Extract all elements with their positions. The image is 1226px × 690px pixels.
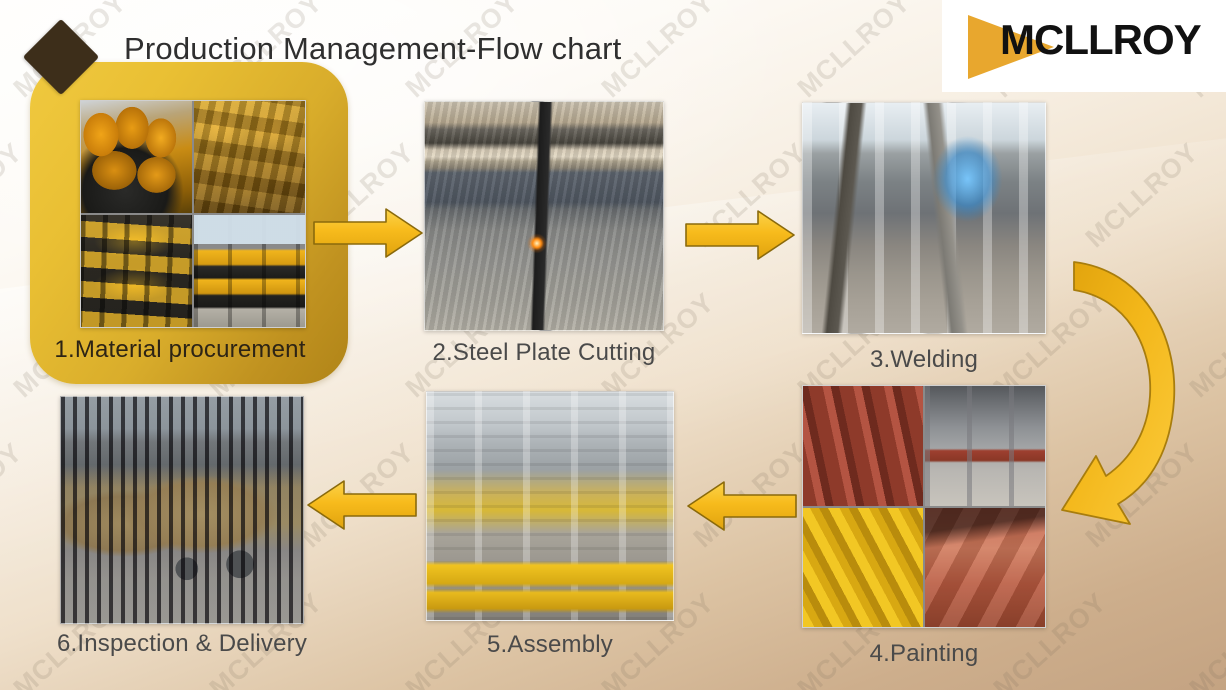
step-6-inspection-delivery[interactable]: 6.Inspection & Delivery [57, 396, 307, 658]
step-3-photo [802, 102, 1046, 334]
step-1-material-procurement[interactable]: 1.Material procurement [54, 100, 306, 364]
step-4-painting[interactable]: 4.Painting [802, 385, 1046, 668]
photo-cell-red-primer-arms [803, 386, 923, 506]
watermark-text: MCLLROY [0, 136, 29, 254]
connector-step4-to-step5 [686, 478, 798, 534]
step-2-photo [424, 101, 664, 331]
step-5-assembly[interactable]: 5.Assembly [426, 391, 674, 659]
connector-step3-to-step4 [1056, 248, 1196, 543]
brand-name: MCLLROY [1000, 16, 1202, 63]
step-6-label: 6.Inspection & Delivery [56, 630, 308, 657]
connector-step1-to-step2 [312, 205, 424, 261]
connector-step5-to-step6 [306, 477, 418, 533]
step-2-steel-plate-cutting[interactable]: 2.Steel Plate Cutting [424, 101, 664, 367]
step-3-welding[interactable]: 3.Welding [802, 102, 1046, 374]
step-1-label: 1.Material procurement [54, 336, 306, 363]
step-6-photo [60, 396, 304, 624]
watermark-text: MCLLROY [0, 436, 29, 554]
brand-logo: MCLLROY [942, 0, 1226, 92]
watermark-text: MCLLROY [1079, 136, 1205, 254]
step-5-photo [426, 391, 674, 621]
step-2-label: 2.Steel Plate Cutting [432, 339, 656, 366]
step-3-label: 3.Welding [869, 346, 979, 373]
step-4-photo [802, 385, 1046, 628]
step-4-label: 4.Painting [869, 640, 979, 667]
photo-cell-paint-line-workshop [925, 386, 1045, 506]
step-5-label: 5.Assembly [486, 631, 614, 658]
photo-cell-yellow-painted-parts [803, 507, 923, 627]
page-title: Production Management-Flow chart [124, 31, 622, 66]
step-1-photo [80, 100, 306, 328]
photo-cell-hanging-primer-frame [925, 507, 1045, 627]
photo-cell-orange-hydraulic-pumps [81, 101, 192, 213]
watermark-text: MCLLROY [1183, 586, 1226, 690]
photo-cell-yellow-crates-warehouse [194, 215, 305, 327]
watermark-text: MCLLROY [791, 0, 917, 104]
photo-cell-yellow-cylinders-on-rack [81, 215, 192, 327]
connector-step2-to-step3 [684, 207, 796, 263]
photo-cell-rows-of-gearboxes [194, 101, 305, 213]
